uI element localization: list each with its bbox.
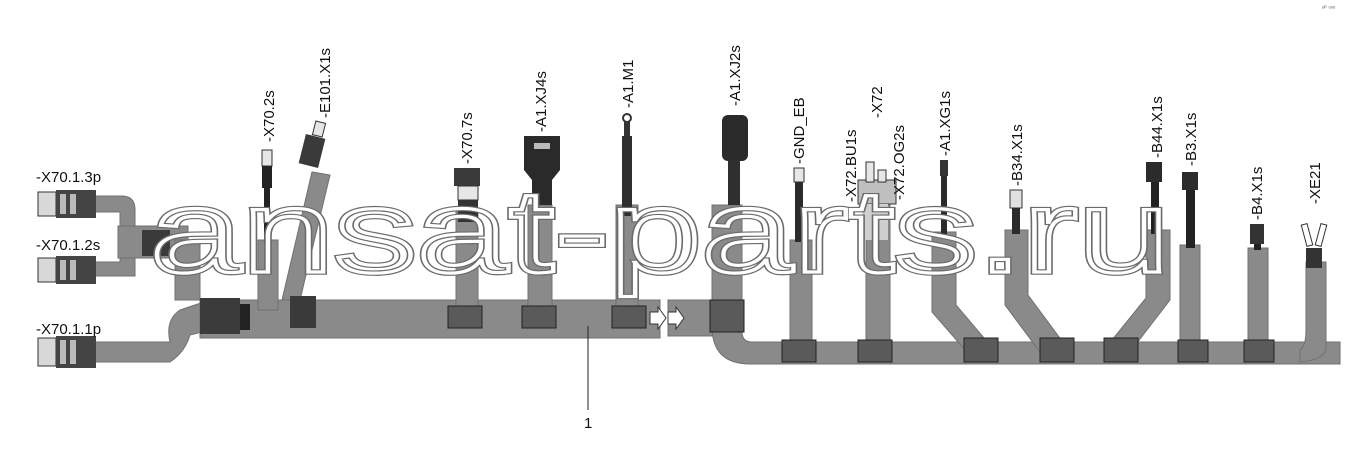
- plug-x72-icon: [857, 161, 897, 240]
- harness-bundles: [94, 171, 1341, 365]
- branch-a1-xj4s: [527, 204, 553, 311]
- label-b44-x1s: -B44.X1s: [1149, 96, 1166, 158]
- clip-branch-icon: [290, 296, 316, 328]
- svg-text:ansat-parts.ru: ansat-parts.ru: [150, 166, 1170, 298]
- plug-x70-1-2s-icon: [37, 256, 96, 284]
- clip-junction-2-icon: [240, 304, 250, 330]
- label-xe21: -XE21: [1307, 162, 1324, 204]
- arrow-right-icon-2: [667, 305, 685, 331]
- connectors: [37, 113, 1328, 368]
- trunk-clips-icon: [447, 299, 1275, 363]
- label-a1-m1: -A1.M1: [620, 60, 637, 108]
- label-e101-x1s: -E101.X1s: [317, 48, 334, 118]
- plug-a1-xj4s-icon: [524, 136, 560, 205]
- plug-a1-xg1s-icon: [940, 160, 948, 236]
- plug-x70-1-3p-icon: [37, 190, 96, 218]
- branch-xe21: [1299, 261, 1327, 363]
- branch-b4-x1s: [1247, 247, 1269, 349]
- label-b4-x1s: -B4.X1s: [1249, 167, 1266, 220]
- label-b34-x1s: -B34.X1s: [1009, 124, 1026, 186]
- label-x70-7s: -X70.7s: [459, 112, 476, 164]
- connector-labels: -X70.1.3p -X70.1.2s -X70.1.1p -X70.2s -E…: [36, 45, 1324, 338]
- plug-e101-icon: [298, 120, 327, 168]
- svg-text:ansat-parts.ru: ansat-parts.ru: [150, 166, 1170, 298]
- label-gnd-eb: -GND_EB: [791, 97, 808, 164]
- plug-b3-icon: [1182, 172, 1198, 248]
- label-a1-xj4s: -A1.XJ4s: [533, 71, 550, 132]
- plug-b34-icon: [1009, 189, 1023, 234]
- leg-x70-1-3p: [94, 195, 136, 233]
- branch-b3-x1s: [1179, 244, 1201, 351]
- plug-b44-icon: [1146, 162, 1162, 234]
- callout-number: 1: [584, 415, 592, 432]
- label-x70-2s: -X70.2s: [261, 90, 278, 142]
- clip-junction-icon: [200, 298, 240, 334]
- leg-x70-1-1p: [94, 299, 211, 363]
- label-x70-1-2s: -X70.1.2s: [36, 237, 100, 254]
- plug-a1-m1-icon: [622, 113, 632, 216]
- plug-a1-xj2s-icon: [722, 115, 748, 205]
- arrow-right-icon: [649, 305, 667, 331]
- label-a1-xj2s: -A1.XJ2s: [727, 45, 744, 106]
- label-x72: -X72: [869, 86, 886, 118]
- label-x72-og2s: -X72.OG2s: [891, 125, 908, 200]
- trunk-right: [711, 204, 1341, 365]
- plug-gnd-eb-icon: [793, 167, 805, 242]
- plug-x70-2s-icon: [261, 149, 273, 243]
- label-x72-bu1s: -X72.BU1s: [843, 129, 860, 202]
- label-a1-xg1s: -A1.XG1s: [937, 91, 954, 156]
- watermark: ansat-parts.ru ansat-parts.ru: [147, 163, 1173, 301]
- plug-x70-7s-icon: [454, 168, 480, 222]
- label-x70-1-1p: -X70.1.1p: [36, 321, 101, 338]
- clip-left-icon: [142, 230, 170, 256]
- plug-x70-1-1p-icon: [37, 336, 96, 368]
- plug-b4-icon: [1250, 224, 1264, 250]
- label-b3-x1s: -B3.X1s: [1183, 113, 1200, 166]
- label-x70-1-3p: -X70.1.3p: [36, 169, 101, 186]
- plug-xe21-icon: [1300, 222, 1328, 268]
- corner-mark: ᵒᴾ ᵒᵒᵒ: [1322, 5, 1336, 12]
